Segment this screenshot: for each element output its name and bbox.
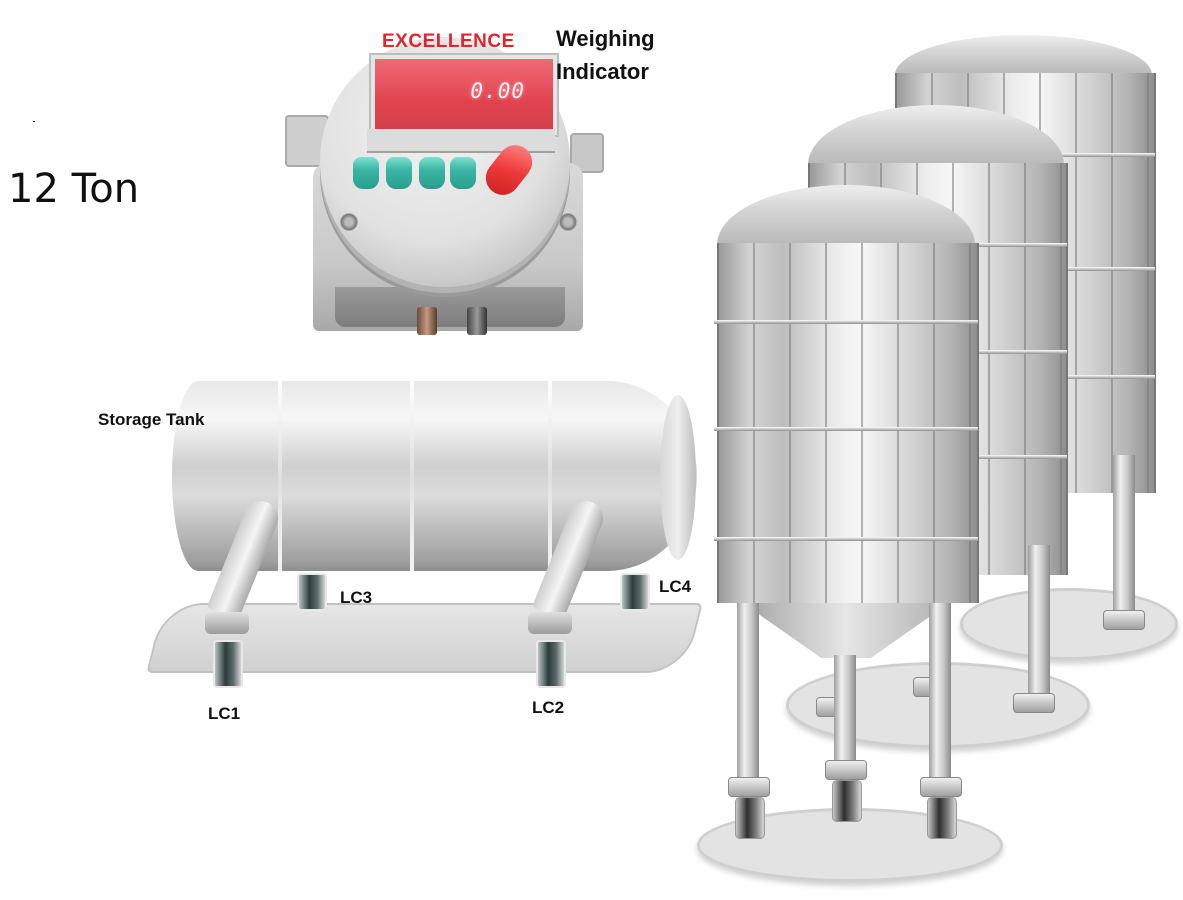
silo-body	[717, 243, 979, 603]
silo-leg-collar	[825, 760, 867, 780]
load-cell-lc3	[297, 573, 327, 611]
silo-leg-collar	[920, 777, 962, 797]
load-cell-caster	[832, 780, 862, 822]
silo-leg-collar	[1013, 693, 1055, 713]
screw-icon	[559, 213, 577, 231]
storage-tank-label: Storage Tank	[98, 410, 205, 429]
indicator-base	[335, 287, 565, 327]
load-cell-label-lc1: LC1	[208, 704, 241, 723]
silo-band	[714, 427, 978, 431]
keypad-button-1[interactable]	[353, 157, 379, 189]
tank-seam	[278, 381, 282, 573]
silo-leg	[834, 655, 856, 765]
load-cell-mount	[528, 612, 572, 634]
capacity-label: 12 Ton	[8, 166, 140, 212]
keypad-button-3[interactable]	[419, 157, 445, 189]
silo-front	[714, 185, 979, 865]
load-cell-mount	[205, 612, 249, 634]
silo-leg	[1113, 455, 1135, 615]
cable-gland-icon	[417, 307, 437, 335]
tank-seam	[410, 381, 414, 573]
silo-cone	[742, 603, 950, 658]
load-cell-lc4	[620, 573, 650, 611]
cable-gland-icon	[467, 307, 487, 335]
load-cell-lc2	[536, 640, 566, 688]
silo-leg	[929, 603, 951, 783]
load-cell-caster	[735, 797, 765, 839]
load-cell-lc1	[213, 640, 243, 688]
silo-band	[714, 320, 978, 324]
screw-icon	[340, 213, 358, 231]
brand-label: EXCELLENCE	[382, 31, 515, 52]
keypad-button-2[interactable]	[386, 157, 412, 189]
indicator-title-line-1: Weighing	[556, 26, 655, 51]
load-cell-label-lc4: LC4	[659, 577, 692, 596]
silo-dome	[717, 185, 975, 245]
weight-display: 0.00	[371, 55, 557, 135]
display-value: 0.00	[470, 79, 525, 103]
weighing-indicator-device: EXCELLENCE 0.00	[285, 15, 605, 335]
load-cell-label-lc2: LC2	[532, 698, 565, 717]
silo-leg-collar	[728, 777, 770, 797]
indicator-title: Weighing Indicator	[556, 22, 655, 88]
load-cell-caster	[927, 797, 957, 839]
silo-dome	[895, 35, 1152, 75]
keypad-button-4[interactable]	[450, 157, 476, 189]
silo-leg	[737, 603, 759, 783]
silo-leg-collar	[1103, 610, 1145, 630]
stray-mark	[33, 121, 35, 122]
tank-end-cap	[660, 395, 696, 560]
silo-leg	[1028, 545, 1050, 695]
indicator-title-line-2: Indicator	[556, 59, 649, 84]
silo-dome	[808, 105, 1064, 165]
silo-band	[714, 537, 978, 541]
load-cell-label-lc3: LC3	[340, 588, 373, 607]
tank-seam	[548, 381, 552, 573]
